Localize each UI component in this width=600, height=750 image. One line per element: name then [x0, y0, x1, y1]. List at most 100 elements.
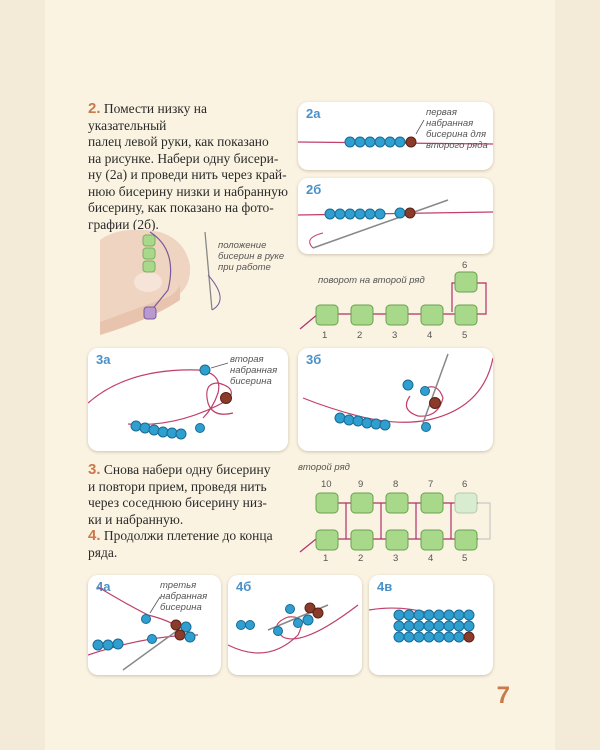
step-3-line: и повтори прием, проведя нить	[88, 478, 267, 494]
blue-bead	[334, 412, 346, 424]
blue-bead	[334, 208, 346, 220]
panel-4a-note: третья набранная бисерина	[160, 580, 207, 613]
diagram-2-num: 2	[358, 553, 364, 564]
thread	[88, 369, 220, 419]
blue-bead	[374, 136, 386, 148]
pointer-line	[210, 362, 229, 369]
needle-icon	[312, 199, 449, 249]
panel-3b-illustration	[302, 353, 493, 432]
brown-bead	[312, 607, 324, 619]
diagram-2-num: 5	[462, 553, 468, 564]
hand-note-line: при работе	[218, 262, 271, 273]
note-line: третья	[160, 580, 197, 591]
blue-bead	[443, 620, 455, 632]
bead-row	[334, 412, 391, 431]
blue-bead	[361, 417, 373, 429]
diagram-1-num: 5	[462, 330, 468, 341]
blue-bead	[130, 420, 142, 432]
brown-bead	[174, 629, 186, 641]
blue-bead	[453, 609, 465, 621]
blue-bead	[166, 427, 178, 439]
step-2-line: графии (2б).	[88, 216, 159, 232]
blue-bead	[393, 609, 405, 621]
step-3-text: 3. Снова набери одну бисерину и повтори …	[88, 461, 288, 528]
blue-bead	[180, 621, 192, 633]
blue-bead	[443, 631, 455, 643]
blue-bead	[443, 609, 455, 621]
blue-bead	[302, 614, 314, 626]
brown-bead	[463, 631, 475, 643]
blue-bead	[364, 208, 376, 220]
panel-2b-tag: 2б	[306, 182, 322, 197]
diagram-2-num: 3	[393, 553, 399, 564]
hand-note-line: бисерин в руке	[218, 251, 285, 262]
panel-4a: 4а третья набранная бисерина	[88, 575, 221, 675]
panel-3a-note: вторая набранная бисерина	[230, 354, 277, 387]
hand-note-line: положение	[218, 240, 267, 251]
brown-bead	[220, 392, 232, 404]
blue-bead	[354, 136, 366, 148]
panel-2a: 2а первая набранная бисерина для второго…	[298, 102, 493, 170]
blue-bead	[423, 631, 435, 643]
needle-icon	[122, 629, 179, 671]
bead-row	[324, 207, 416, 220]
blue-bead	[354, 208, 366, 220]
panel-4a-illustration	[88, 586, 199, 671]
blue-bead	[403, 631, 415, 643]
step-2-text: 2. Помести низку на указательный палец л…	[88, 100, 288, 233]
blue-bead	[102, 639, 114, 651]
panel-3a-illustration	[88, 362, 234, 440]
panel-2a-illustration	[298, 119, 493, 148]
note-line: набранная	[230, 365, 278, 376]
step-4-number: 4.	[88, 527, 101, 544]
panel-4b-tag: 4б	[236, 579, 252, 594]
panel-4c: 4в	[369, 575, 493, 675]
diagram-2-num: 6	[462, 479, 468, 490]
blue-bead	[413, 609, 425, 621]
thread	[369, 607, 430, 614]
blue-bead	[393, 620, 405, 632]
diagram-2-label: второй ряд	[298, 462, 350, 473]
blue-bead	[175, 428, 187, 440]
blue-bead	[433, 620, 445, 632]
note-line: бисерина	[160, 602, 202, 613]
needle-icon	[422, 353, 449, 424]
blue-bead	[402, 379, 414, 391]
brown-bead	[304, 602, 316, 614]
diagram-1-num: 1	[322, 330, 328, 341]
thread	[302, 357, 493, 423]
blue-bead	[393, 631, 405, 643]
brown-bead	[404, 207, 416, 219]
diagram-1-num: 4	[427, 330, 433, 341]
blue-bead	[157, 426, 169, 438]
panel-3a: 3а вторая набранная бисерина	[88, 348, 288, 451]
diagram-1-num: 6	[462, 260, 468, 271]
panel-4c-illustration	[369, 607, 475, 643]
panel-4b-illustration	[228, 602, 359, 654]
blue-bead	[394, 136, 406, 148]
diagram-2-num: 10	[321, 479, 332, 490]
brown-bead	[170, 619, 182, 631]
note-line: бисерина	[230, 376, 272, 387]
blue-bead	[344, 136, 356, 148]
blue-bead	[374, 208, 386, 220]
bead-row	[344, 136, 417, 148]
blue-bead	[364, 136, 376, 148]
panel-4c-tag: 4в	[377, 579, 393, 594]
diagram-2-num: 1	[323, 553, 329, 564]
blue-bead	[273, 626, 283, 636]
blue-bead	[92, 639, 104, 651]
blue-bead	[147, 634, 157, 644]
note-line: первая	[426, 107, 457, 118]
blue-bead	[184, 631, 196, 643]
step-2-line: Помести низку на указательный	[88, 101, 207, 133]
blue-bead	[344, 208, 356, 220]
blue-bead	[463, 620, 475, 632]
brown-bead	[405, 136, 417, 148]
step-2-line: палец левой руки, как показано	[88, 134, 269, 149]
blue-bead	[413, 631, 425, 643]
panel-2b-illustration	[298, 199, 493, 249]
step-2-line: бисерину, как показано на фото-	[88, 200, 274, 215]
blue-bead	[148, 424, 160, 436]
blue-bead	[245, 620, 255, 630]
